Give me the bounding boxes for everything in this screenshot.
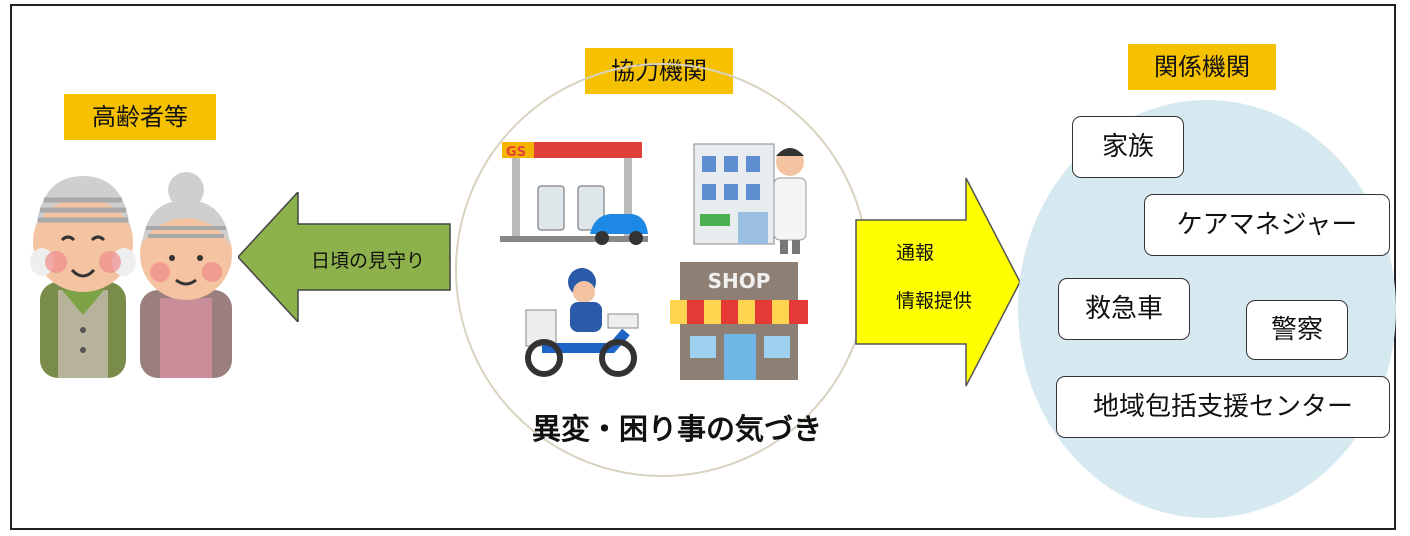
grandfather-icon xyxy=(30,176,136,378)
report-text-line1: 通報 xyxy=(896,242,935,264)
grandmother-icon xyxy=(140,172,232,378)
report-arrow xyxy=(855,177,1021,387)
partners-caption: 異変・困り事の気づき xyxy=(531,412,822,446)
partners-label: 協力機関 xyxy=(585,48,733,94)
gas-station-illustration: GS xyxy=(500,142,648,245)
related-label: 関係機関 xyxy=(1128,44,1276,90)
watch-over-text: 日頃の見守り xyxy=(310,250,425,272)
watch-over-arrow xyxy=(238,192,451,322)
report-text-line2: 情報提供 xyxy=(896,290,973,312)
elderly-label: 高齢者等 xyxy=(64,94,216,140)
clinic-doctor-illustration xyxy=(693,143,807,254)
shop-illustration: SHOP xyxy=(670,262,808,380)
delivery-scooter-illustration xyxy=(525,268,639,377)
shop-sign: SHOP xyxy=(708,269,771,293)
elderly-couple-illustration xyxy=(30,172,232,378)
gas-station-sign: GS xyxy=(506,145,526,160)
police-node: 警察 xyxy=(1246,300,1348,360)
ambulance-node: 救急車 xyxy=(1058,278,1190,340)
shop-awning xyxy=(670,300,808,324)
family-node: 家族 xyxy=(1072,116,1184,178)
community-support-center-node: 地域包括支援センター xyxy=(1056,376,1390,438)
care-manager-node: ケアマネジャー xyxy=(1144,194,1390,256)
